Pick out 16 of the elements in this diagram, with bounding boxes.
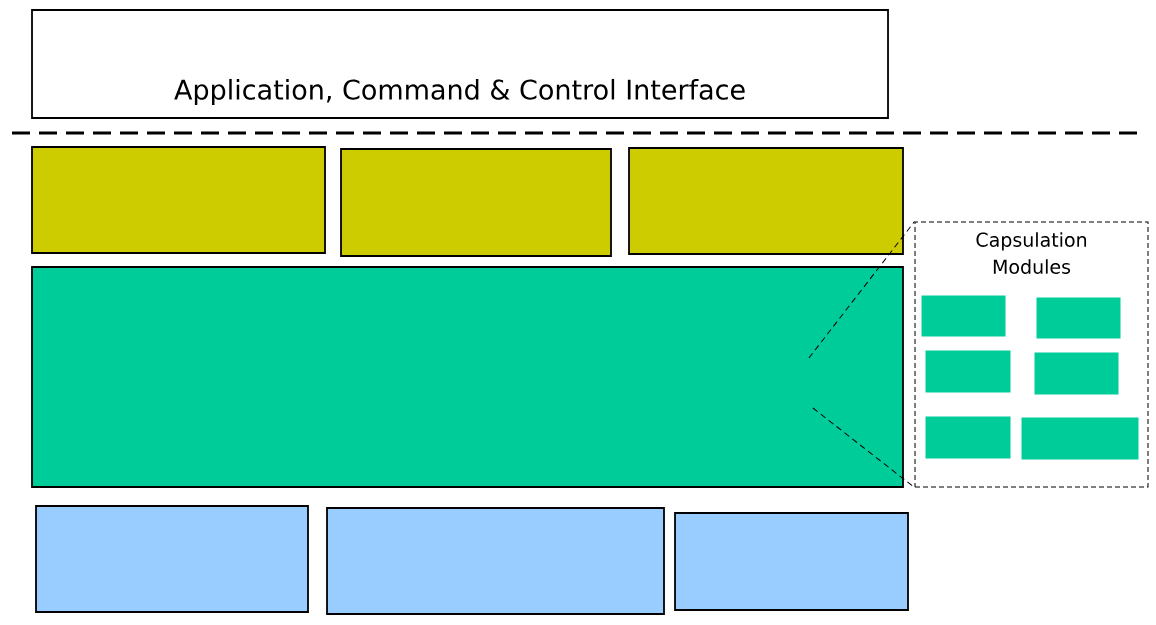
interface-label: Application, Command & Control Interface — [174, 78, 745, 106]
base-box — [326, 507, 665, 615]
module-heading: Capsulation Modules — [976, 232, 1087, 274]
module-box — [1034, 352, 1119, 395]
base-box — [674, 512, 909, 611]
module-box — [925, 416, 1011, 459]
module-box — [921, 295, 1006, 337]
layer-box — [340, 148, 612, 257]
layer-box — [628, 147, 904, 255]
base-box — [35, 505, 309, 613]
interface-box — [31, 9, 889, 119]
layer-box — [31, 146, 326, 254]
module-box — [925, 350, 1011, 393]
module-box — [1021, 417, 1139, 460]
module-box — [1036, 297, 1121, 339]
core-box — [31, 266, 904, 488]
